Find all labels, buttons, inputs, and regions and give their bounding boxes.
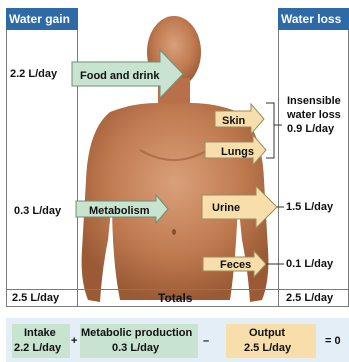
- equals-zero: = 0: [325, 335, 341, 347]
- minus-sign: –: [203, 335, 209, 347]
- insensible-rate: 0.9 L/day: [287, 123, 334, 135]
- intake-value: 2.2 L/day: [14, 342, 61, 354]
- skin-arrow: Skin: [215, 104, 264, 134]
- totals-label: Totals: [158, 291, 192, 305]
- urine-arrow: Urine: [202, 186, 277, 228]
- metabolism-arrow: Metabolism: [76, 195, 168, 223]
- intake-label: Intake: [24, 327, 56, 339]
- total-gain: 2.5 L/day: [12, 292, 59, 304]
- lungs-label: Lungs: [221, 146, 254, 158]
- insensible-bracket: [266, 103, 274, 158]
- feces-loss-rate: 0.1 L/day: [286, 258, 333, 270]
- lungs-arrow: Lungs: [205, 135, 266, 165]
- plus-sign: +: [71, 335, 77, 347]
- insensible-line2: water loss: [287, 109, 341, 121]
- metabolic-label: Metabolic production: [81, 327, 192, 339]
- urine-label: Urine: [212, 202, 240, 214]
- metabolic-value: 0.3 L/day: [112, 342, 159, 354]
- metabolism-label: Metabolism: [89, 205, 150, 217]
- total-loss: 2.5 L/day: [286, 292, 333, 304]
- insensible-line1: Insensible: [287, 95, 341, 107]
- food-and-drink-label: Food and drink: [80, 70, 160, 82]
- feces-arrow: Feces: [203, 251, 266, 277]
- output-value: 2.5 L/day: [244, 342, 291, 354]
- feces-label: Feces: [220, 259, 251, 271]
- urine-loss-rate: 1.5 L/day: [286, 201, 333, 213]
- skin-label: Skin: [222, 115, 246, 127]
- output-label: Output: [249, 327, 285, 339]
- food-and-drink-arrow: Food and drink: [72, 50, 183, 98]
